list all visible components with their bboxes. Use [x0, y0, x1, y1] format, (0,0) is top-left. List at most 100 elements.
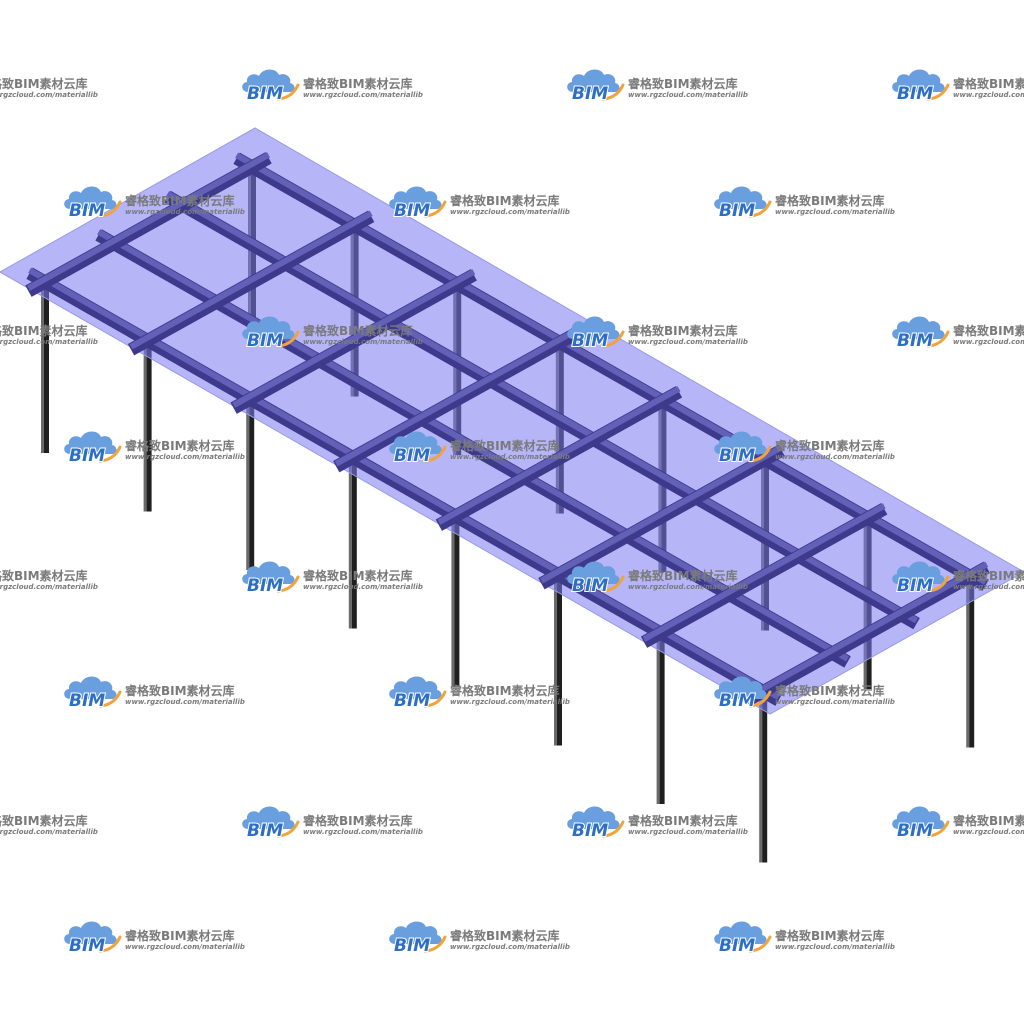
- watermark-title: 睿格致BIM素材云库: [953, 76, 1024, 91]
- column-dark-face: [351, 463, 357, 629]
- column-dark-face: [44, 288, 49, 453]
- watermark-logo-text: BIM: [247, 821, 283, 841]
- watermark-title: 睿格致BIM素材云库: [303, 76, 413, 91]
- bim-cloud-logo: BIM: [64, 921, 122, 957]
- column: [41, 288, 49, 453]
- watermark-title: 睿格致BIM素材云库: [0, 813, 88, 828]
- beam-top: [26, 152, 271, 291]
- bim-cloud-logo: BIM: [714, 186, 772, 222]
- cloud-icon: [714, 676, 767, 699]
- orange-swoosh-icon: [98, 200, 122, 218]
- orange-swoosh-icon: [926, 83, 950, 101]
- watermark-title: 睿格致BIM素材云库: [450, 683, 560, 698]
- watermark-url: www.rgzcloud.com/materiallib: [953, 338, 1024, 346]
- beam-top: [334, 327, 578, 467]
- watermark-title: 睿格致BIM素材云库: [628, 568, 738, 583]
- watermark-title: 睿格致BIM素材云库: [0, 323, 88, 338]
- watermark-url: www.rgzcloud.com/materiallib: [953, 583, 1024, 591]
- watermark-url: www.rgzcloud.com/materiallib: [953, 828, 1024, 836]
- watermark-url: www.rgzcloud.com/materiallib: [628, 583, 748, 591]
- orange-swoosh-icon: [748, 935, 772, 953]
- bim-cloud-logo: BIM: [892, 69, 950, 105]
- orange-swoosh-icon: [98, 935, 122, 953]
- watermark-title: 睿格致BIM素材云库: [953, 813, 1024, 828]
- watermark-logo-text: BIM: [719, 936, 755, 956]
- watermark-title: 睿格致BIM素材云库: [775, 438, 885, 453]
- watermark-layer: BIM睿格致BIM素材云库www.rgzcloud.com/materialli…: [0, 69, 1024, 957]
- cloud-icon: [892, 316, 945, 339]
- cloud-icon: [892, 69, 945, 92]
- orange-swoosh-icon: [748, 200, 772, 218]
- beam-top: [539, 444, 784, 584]
- cloud-icon: [64, 921, 117, 944]
- bim-cloud-logo: BIM: [714, 431, 772, 467]
- watermark-url: www.rgzcloud.com/materiallib: [0, 338, 98, 346]
- bim-cloud-logo: BIM: [389, 676, 447, 712]
- bim-cloud-logo: BIM: [567, 316, 625, 352]
- watermark: BIM睿格致BIM素材云库www.rgzcloud.com/materialli…: [0, 568, 98, 591]
- watermark-logo-text: BIM: [572, 821, 608, 841]
- beam-top: [129, 210, 373, 350]
- watermark-url: www.rgzcloud.com/materiallib: [0, 828, 98, 836]
- column: [143, 346, 152, 512]
- cloud-icon: [242, 806, 295, 829]
- column-light-face: [966, 582, 970, 748]
- watermark-logo-text: BIM: [69, 446, 105, 466]
- orange-swoosh-icon: [926, 820, 950, 838]
- watermark-logo-text: BIM: [897, 84, 933, 104]
- watermark-logo-text: BIM: [69, 201, 105, 221]
- cloud-icon: [892, 561, 945, 584]
- watermark-logo-text: BIM: [247, 331, 283, 351]
- watermark: BIM睿格致BIM素材云库www.rgzcloud.com/materialli…: [892, 316, 1024, 352]
- watermark-title: 睿格致BIM素材云库: [303, 568, 413, 583]
- column-dark-face: [557, 580, 562, 746]
- watermark-title: 睿格致BIM素材云库: [450, 928, 560, 943]
- orange-swoosh-icon: [748, 690, 772, 708]
- watermark: BIM睿格致BIM素材云库www.rgzcloud.com/materialli…: [892, 69, 1024, 105]
- beam: [230, 269, 477, 414]
- orange-swoosh-icon: [98, 690, 122, 708]
- watermark-logo-text: BIM: [897, 331, 933, 351]
- watermark-url: www.rgzcloud.com/materiallib: [125, 698, 245, 706]
- beam: [640, 503, 888, 648]
- cloud-icon: [242, 69, 295, 92]
- watermark: BIM睿格致BIM素材云库www.rgzcloud.com/materialli…: [892, 806, 1024, 842]
- orange-swoosh-icon: [601, 83, 625, 101]
- watermark-url: www.rgzcloud.com/materiallib: [125, 208, 245, 216]
- watermark-title: 睿格致BIM素材云库: [953, 568, 1024, 583]
- bim-cloud-logo: BIM: [567, 69, 625, 105]
- watermark-logo-text: BIM: [247, 576, 283, 596]
- orange-swoosh-icon: [423, 690, 447, 708]
- watermark: BIM睿格致BIM素材云库www.rgzcloud.com/materialli…: [0, 813, 98, 836]
- watermark-title: 睿格致BIM素材云库: [125, 683, 235, 698]
- watermark-logo-text: BIM: [394, 201, 430, 221]
- orange-swoosh-icon: [601, 820, 625, 838]
- cloud-icon: [389, 431, 442, 454]
- column-dark-face: [454, 522, 460, 687]
- watermark-url: www.rgzcloud.com/materiallib: [0, 583, 98, 591]
- watermark-logo-text: BIM: [247, 84, 283, 104]
- column-light-face: [348, 463, 352, 629]
- cloud-icon: [714, 921, 767, 944]
- orange-swoosh-icon: [276, 820, 300, 838]
- bim-cloud-logo: BIM: [242, 806, 300, 842]
- watermark-url: www.rgzcloud.com/materiallib: [775, 943, 895, 951]
- column-dark-face: [762, 697, 768, 863]
- orange-swoosh-icon: [276, 575, 300, 593]
- watermark-url: www.rgzcloud.com/materiallib: [125, 943, 245, 951]
- beam-top: [437, 386, 681, 525]
- orange-swoosh-icon: [276, 83, 300, 101]
- column-light-face: [656, 639, 660, 804]
